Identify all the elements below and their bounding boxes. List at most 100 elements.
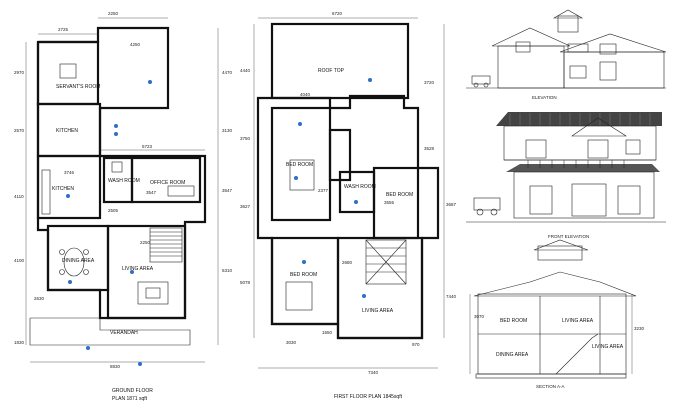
room-servants-room: SERVANT'S ROOM xyxy=(56,84,100,90)
marker-icon xyxy=(294,176,298,180)
dim-label: 7340 xyxy=(368,370,379,375)
dim-label: 5723 xyxy=(142,144,153,149)
room-bed-room-2: BED ROOM xyxy=(386,192,413,198)
servants-room-fixture xyxy=(59,63,77,79)
dim-label: 5078 xyxy=(240,280,251,285)
first-floor-plan: ROOF TOP BED ROOM WASH ROOM BED ROOM BED… xyxy=(240,11,457,400)
dim-label: 2970 xyxy=(14,70,25,75)
room-wash-room-first: WASH ROOM xyxy=(344,184,376,190)
marker-icon xyxy=(148,80,152,84)
dim-label: 3130 xyxy=(222,128,233,133)
marker-icon xyxy=(368,78,372,82)
dim-label: 2630 xyxy=(34,296,45,301)
office-desk xyxy=(167,185,195,197)
living-area-walls xyxy=(106,224,187,320)
dim-label: 2250 xyxy=(108,11,119,16)
room-office: OFFICE ROOM xyxy=(150,180,185,186)
dim-label: 7440 xyxy=(446,294,457,299)
room-living-area: LIVING AREA xyxy=(122,266,154,272)
marker-icon xyxy=(354,200,358,204)
marker-icon xyxy=(114,124,118,128)
car-icon xyxy=(471,75,491,88)
marker-icon xyxy=(302,260,306,264)
dim-label: 6310 xyxy=(222,268,233,273)
dim-label: 3687 xyxy=(446,202,457,207)
kitchen-counter xyxy=(41,169,51,215)
section-bed-room: BED ROOM xyxy=(500,318,527,324)
room-bed-room-1: BED ROOM xyxy=(286,162,313,168)
living-furniture xyxy=(137,281,169,305)
room-roof-top: ROOF TOP xyxy=(318,68,345,74)
dim-label: 4040 xyxy=(300,92,311,97)
bed-3 xyxy=(285,281,313,311)
section-title: SECTION A-A xyxy=(536,384,565,389)
ground-dimension-lines xyxy=(25,17,219,363)
dining-table xyxy=(59,247,89,277)
first-floor-title: FIRST FLOOR PLAN 1845sqft xyxy=(334,394,403,400)
dim-label: 3528 xyxy=(424,146,435,151)
office-room-walls xyxy=(130,156,202,204)
room-wash-room: WASH ROOM xyxy=(108,178,140,184)
dim-label: 3070 xyxy=(474,314,485,319)
dim-label: 3750 xyxy=(240,136,251,141)
room-dining-area: DINING AREA xyxy=(62,258,95,264)
dim-label: 3627 xyxy=(240,204,251,209)
wash-basin xyxy=(111,161,123,173)
section-stair xyxy=(555,333,599,375)
side-elevation: ELEVATION xyxy=(466,9,667,100)
marker-icon xyxy=(66,194,70,198)
front-elevation-title: FRONT ELEVATION xyxy=(548,234,589,239)
front-elevation: FRONT ELEVATION xyxy=(466,112,666,239)
dim-label: 3555 xyxy=(384,200,395,205)
ground-stairs xyxy=(149,227,183,263)
room-bed-room-3: BED ROOM xyxy=(290,272,317,278)
dim-label: 2505 xyxy=(108,208,119,213)
dim-label: 4100 xyxy=(14,258,25,263)
ground-floor-plan: SERVANT'S ROOM KITCHEN KITCHEN WASH ROOM… xyxy=(14,11,233,402)
dim-label: 1650 xyxy=(322,330,333,335)
marker-icon xyxy=(298,122,302,126)
dim-label: 2377 xyxy=(318,188,329,193)
dim-label: 3720 xyxy=(424,80,435,85)
marker-icon xyxy=(362,294,366,298)
dim-label: 3746 xyxy=(64,170,75,175)
room-verandah: VERANDAH xyxy=(110,330,138,336)
dim-label: 2250 xyxy=(140,240,151,245)
roof-top-outline xyxy=(270,22,410,100)
first-stairs xyxy=(365,239,407,285)
front-balusters xyxy=(527,160,625,168)
dim-label: 4440 xyxy=(240,68,251,73)
verandah-outline xyxy=(29,317,191,346)
section-dining: DINING AREA xyxy=(496,352,529,358)
ground-floor-title: GROUND FLOOR xyxy=(112,388,153,394)
dim-label: 8830 xyxy=(110,364,121,369)
section-living-upper: LIVING AREA xyxy=(562,318,594,324)
marker-icon xyxy=(138,362,142,366)
room-kitchen-lower: KITCHEN xyxy=(52,186,74,192)
dim-label: 970 xyxy=(412,342,420,347)
dim-label: 4250 xyxy=(130,42,141,47)
car-icon xyxy=(473,197,501,216)
dim-label: 6720 xyxy=(332,11,343,16)
marker-icon xyxy=(130,270,134,274)
first-dimension-lines xyxy=(253,17,445,369)
room-living-area-first: LIVING AREA xyxy=(362,308,394,314)
dim-label: 4470 xyxy=(222,70,233,75)
marker-icon xyxy=(86,346,90,350)
section-living-lower: LIVING AREA xyxy=(592,344,624,350)
section-view: BED ROOM LIVING AREA DINING AREA LIVING … xyxy=(469,239,645,389)
dim-label: 3547 xyxy=(222,188,233,193)
marker-icon xyxy=(68,280,72,284)
room-kitchen-upper: KITCHEN xyxy=(56,128,78,134)
dim-label: 3547 xyxy=(146,190,157,195)
dim-label: 2680 xyxy=(342,260,353,265)
dim-label: 1830 xyxy=(14,340,25,345)
kitchen-lower-walls xyxy=(36,154,102,220)
elevation-title: ELEVATION xyxy=(532,95,557,100)
dim-label: 3030 xyxy=(286,340,297,345)
dim-label: 3230 xyxy=(634,326,645,331)
bed-1 xyxy=(289,159,315,191)
dim-label: 2570 xyxy=(14,128,25,133)
dim-label: 4110 xyxy=(14,194,24,199)
